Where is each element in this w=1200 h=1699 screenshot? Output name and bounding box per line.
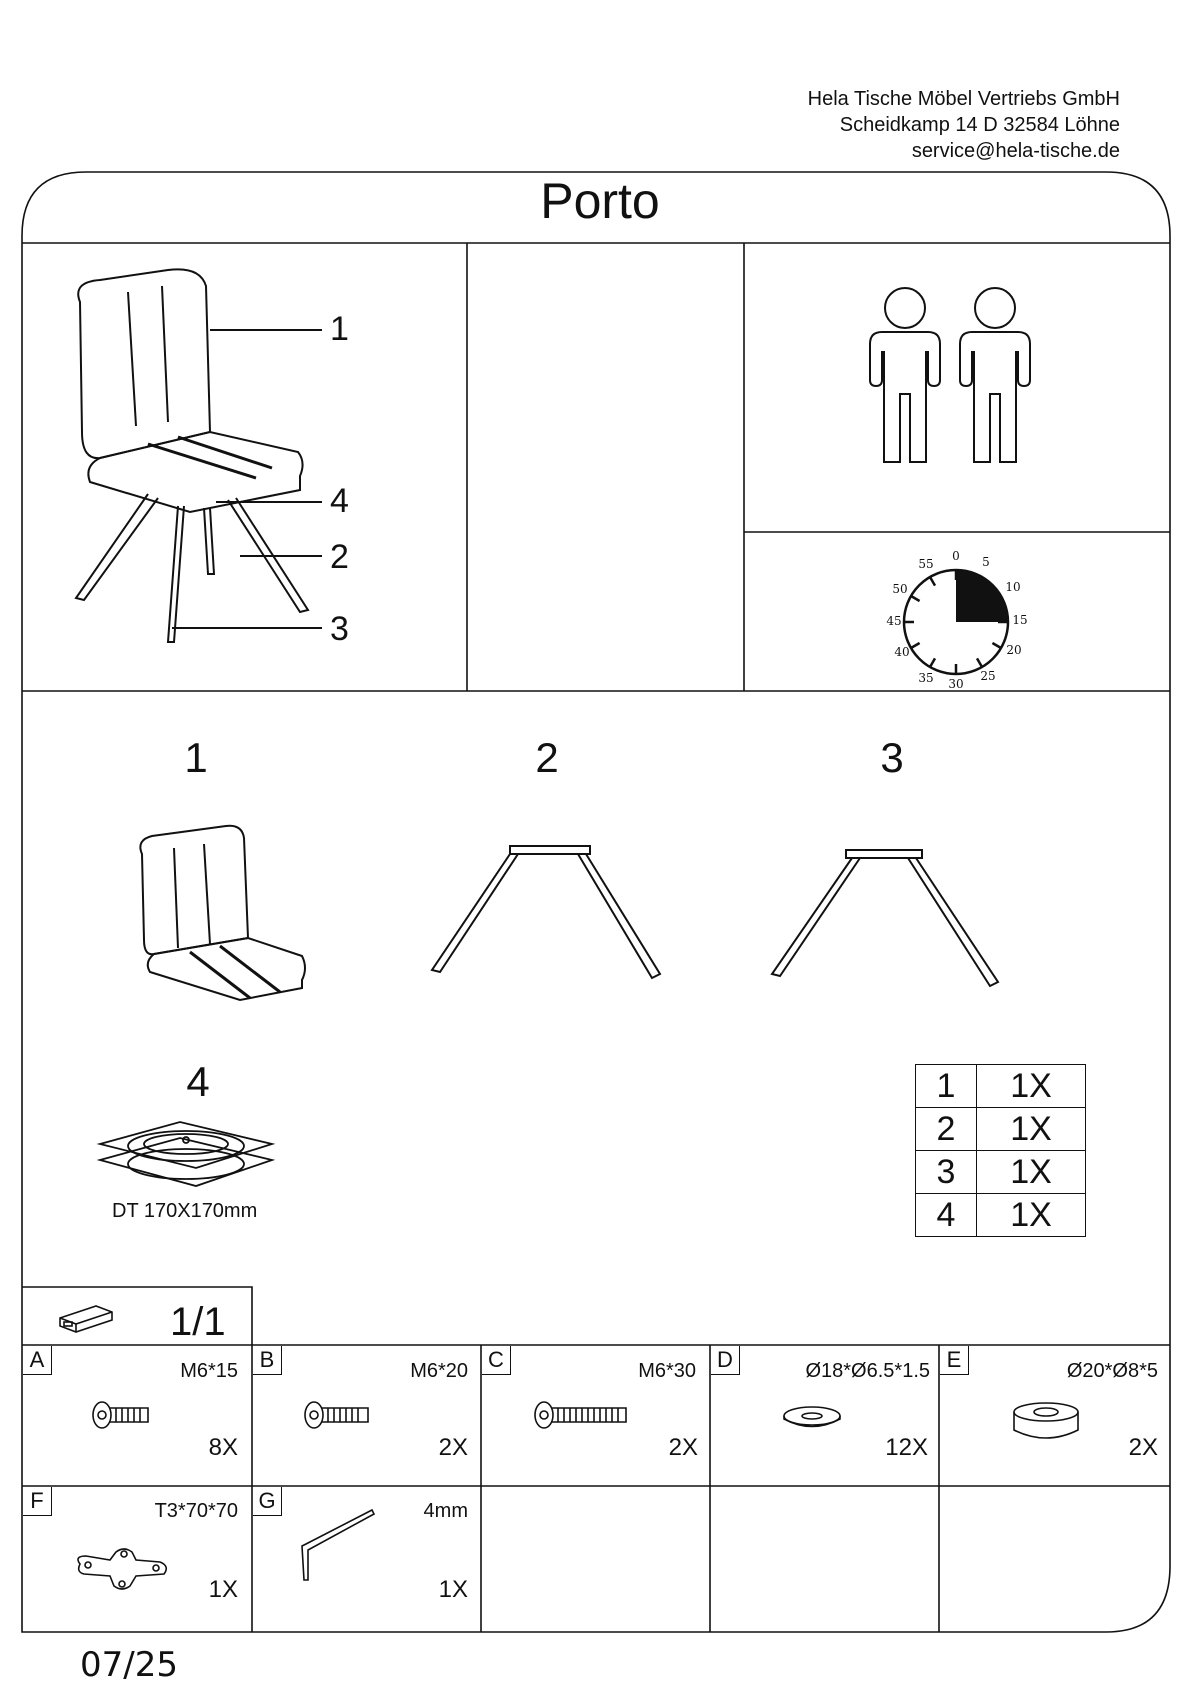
- bag-count: 1/1: [170, 1300, 226, 1344]
- part-4-number: 4: [186, 1058, 210, 1105]
- document-code: 07/25: [80, 1645, 178, 1685]
- screw-icon: [534, 1401, 627, 1429]
- hardware-letter: G: [253, 1487, 282, 1516]
- hardware-letter: B: [253, 1346, 282, 1375]
- screw-icon: [92, 1401, 149, 1429]
- hardware-qty: 2X: [668, 1434, 698, 1461]
- timer-labels: 0 5 10 15 20 25 30 35 40 45 50 55: [886, 549, 1027, 690]
- callout-4: 4: [330, 482, 349, 520]
- hardware-letter: C: [482, 1346, 511, 1375]
- svg-text:15: 15: [1012, 613, 1027, 627]
- two-persons-icon: [869, 287, 1031, 463]
- svg-text:30: 30: [948, 677, 963, 690]
- svg-text:10: 10: [1005, 580, 1020, 594]
- hardware-letter: D: [711, 1346, 740, 1375]
- callout-2: 2: [330, 538, 349, 576]
- callout-1: 1: [330, 310, 349, 348]
- hardware-spec: M6*30: [638, 1360, 696, 1382]
- hardware-spec: 4mm: [423, 1500, 468, 1522]
- timer-tick: [928, 576, 937, 587]
- hardware-spec: T3*70*70: [154, 1500, 238, 1522]
- hardware-bag-icon: [59, 1305, 113, 1333]
- company-name: Hela Tische Möbel Vertriebs GmbH: [807, 88, 1120, 110]
- timer-tick: [910, 594, 921, 603]
- hardware-spec: Ø18*Ø6.5*1.5: [805, 1360, 930, 1382]
- hardware-qty: 8X: [208, 1434, 238, 1461]
- part-3-number: 3: [880, 734, 904, 781]
- hardware-spec: M6*20: [410, 1360, 468, 1382]
- part-4-caption: DT 170X170mm: [112, 1200, 258, 1222]
- svg-text:35: 35: [918, 671, 933, 685]
- timer-tick: [975, 576, 984, 587]
- hardware-qty: 1X: [208, 1576, 238, 1603]
- callout-3: 3: [330, 610, 349, 648]
- svg-text:20: 20: [1006, 643, 1021, 657]
- product-title: Porto: [540, 173, 660, 229]
- timer-tick: [975, 657, 984, 668]
- washer-icon: [783, 1406, 841, 1428]
- timer-tick: [991, 641, 1002, 650]
- svg-text:55: 55: [918, 557, 933, 571]
- timer-tick: [991, 594, 1002, 603]
- hardware-letter: F: [23, 1487, 52, 1516]
- part-1-seat-shell-illustration: [139, 824, 306, 1002]
- svg-text:5: 5: [982, 555, 990, 569]
- part-4-swivel-plate-illustration: [96, 1121, 276, 1187]
- hardware-qty: 1X: [438, 1576, 468, 1603]
- hardware-qty: 2X: [438, 1434, 468, 1461]
- part-2-number: 2: [535, 734, 559, 781]
- hardware-letter: A: [23, 1346, 52, 1375]
- svg-text:45: 45: [886, 614, 901, 628]
- hardware-qty: 12X: [885, 1434, 928, 1461]
- svg-text:25: 25: [980, 669, 995, 683]
- hardware-spec: M6*15: [180, 1360, 238, 1382]
- company-address: Scheidkamp 14 D 32584 Löhne: [839, 114, 1120, 136]
- mounting-plate-icon: [77, 1548, 168, 1590]
- part-3-leg-illustration: [770, 849, 1000, 988]
- screw-icon: [304, 1401, 369, 1429]
- svg-text:40: 40: [894, 645, 909, 659]
- part-1-number: 1: [184, 734, 208, 781]
- hardware-qty: 2X: [1128, 1434, 1158, 1461]
- hardware-spec: Ø20*Ø8*5: [1066, 1360, 1158, 1382]
- chair-overview-illustration: [74, 268, 322, 643]
- part-2-leg-illustration: [430, 845, 662, 980]
- timer-tick: [928, 657, 937, 668]
- timer-clock-icon: 0 5 10 15 20 25 30 35 40 45 50 55: [886, 549, 1027, 690]
- spacer-icon: [1013, 1402, 1079, 1439]
- company-email: service@hela-tische.de: [911, 140, 1120, 162]
- svg-text:50: 50: [892, 582, 907, 596]
- hardware-letter: E: [940, 1346, 969, 1375]
- svg-text:0: 0: [952, 549, 960, 563]
- allen-key-icon: [301, 1508, 376, 1581]
- timer-tick: [910, 641, 921, 650]
